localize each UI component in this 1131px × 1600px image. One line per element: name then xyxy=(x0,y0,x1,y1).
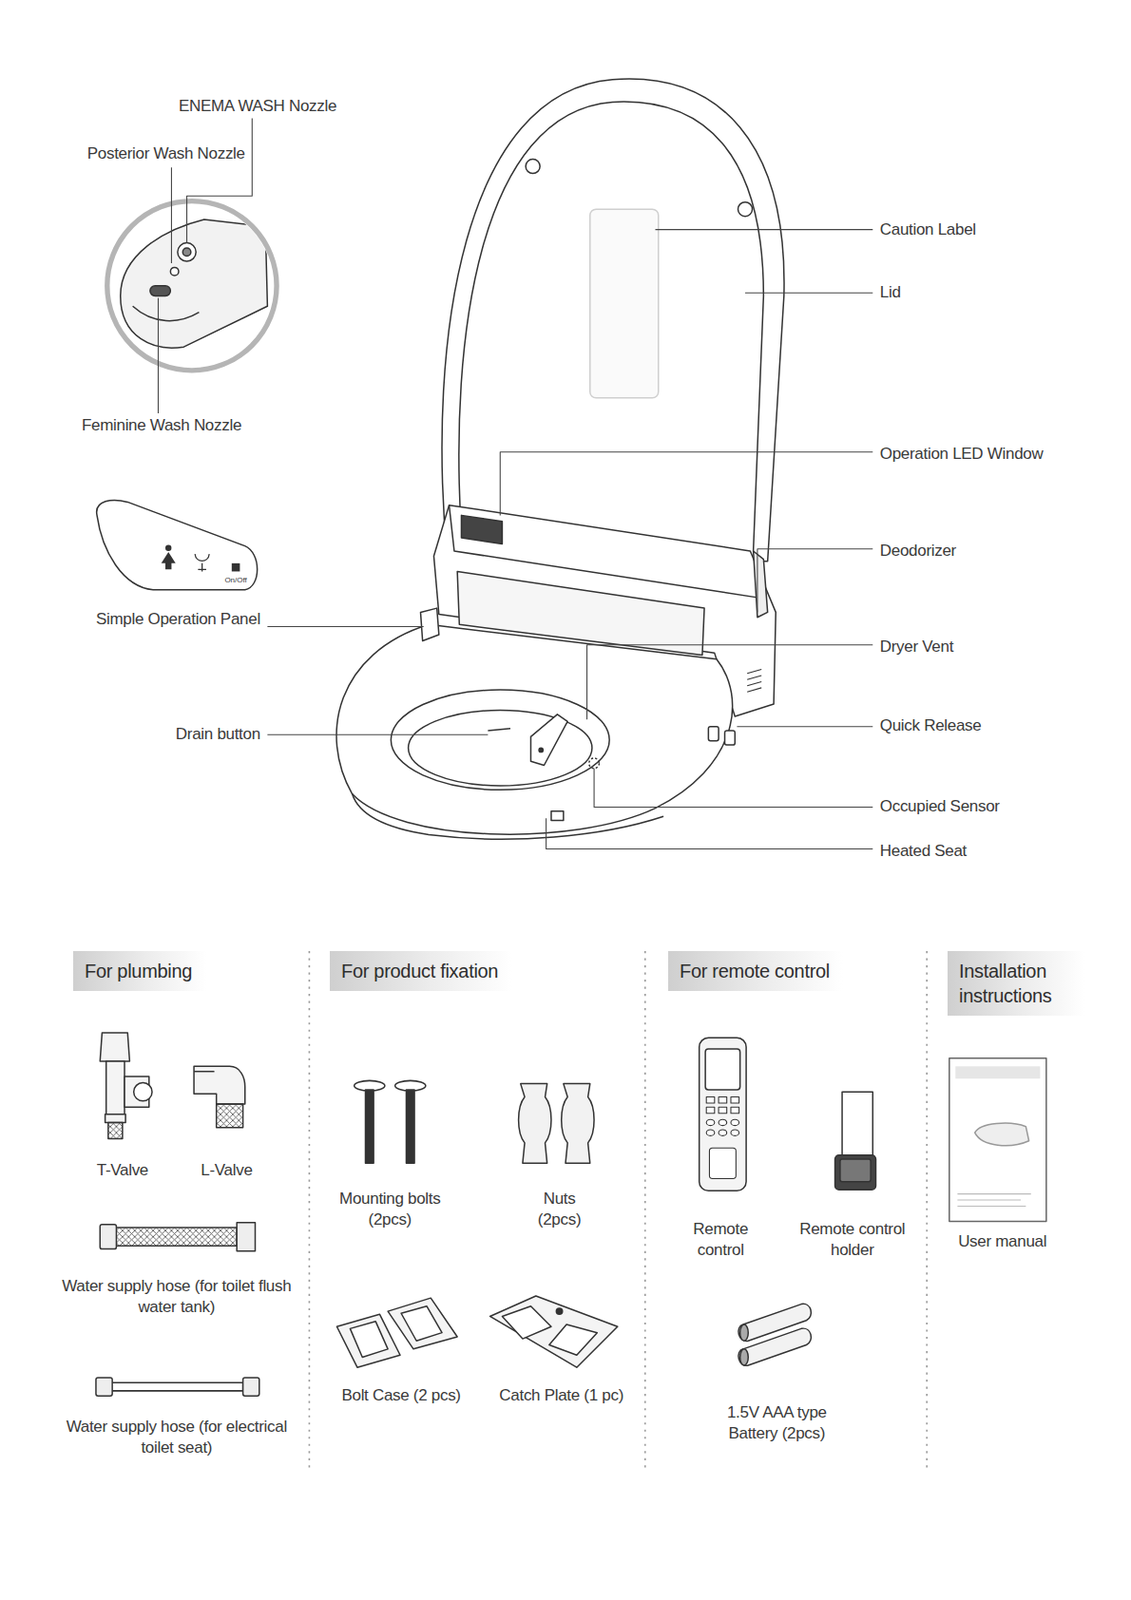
user-manual-booklet xyxy=(949,1058,1047,1223)
seat-rim xyxy=(352,794,665,841)
section-heading: For remote control xyxy=(668,951,844,992)
bolt-cases xyxy=(336,1298,458,1368)
bowl-edge xyxy=(408,710,593,786)
wand xyxy=(530,714,568,767)
part-label: Heated Seat xyxy=(880,841,967,863)
part-label: Lid xyxy=(880,282,901,304)
seat-ring xyxy=(336,624,733,835)
part-label: Posterior Wash Nozzle xyxy=(87,143,246,165)
part-label: Dryer Vent xyxy=(880,636,954,658)
part-label: T-Valve xyxy=(96,1160,149,1182)
part-label: Feminine Wash Nozzle xyxy=(81,415,242,437)
lid-inner-edge xyxy=(459,101,765,552)
led-window xyxy=(460,515,502,544)
part-label: Drain button xyxy=(175,724,261,746)
release-knob xyxy=(708,727,719,742)
lid-bumper xyxy=(738,202,753,217)
part-label: Operation LED Window xyxy=(880,443,1044,465)
part-label: User manual xyxy=(958,1231,1047,1253)
sensor-mark xyxy=(589,758,600,769)
nozzle-closeup xyxy=(120,219,269,348)
part-label: Remote control holder xyxy=(787,1219,917,1262)
leader-lines xyxy=(157,118,873,850)
part-label: Mounting bolts (2pcs) xyxy=(327,1188,452,1231)
part-label: Occupied Sensor xyxy=(880,796,1000,818)
drain-part xyxy=(487,728,511,731)
seat-hose xyxy=(95,1378,260,1397)
nuts xyxy=(518,1084,595,1165)
side-panel xyxy=(420,608,439,641)
part-label: Caution Label xyxy=(880,219,977,241)
part-label: Water supply hose (for electrical toilet… xyxy=(57,1417,296,1459)
release-knob xyxy=(725,730,736,746)
heading-text: For product fixation xyxy=(341,958,501,984)
button-label: On/Off xyxy=(224,575,247,586)
part-label: L-Valve xyxy=(200,1160,252,1182)
lid-outline xyxy=(441,78,785,562)
deodorizer-part xyxy=(753,551,768,618)
panel-icons xyxy=(161,545,241,573)
heading-text: For remote control xyxy=(679,958,832,984)
remote-holder xyxy=(835,1092,877,1190)
heading-text: For plumbing xyxy=(84,958,195,984)
section-heading: Installation instructions xyxy=(947,951,1085,1016)
seat-opening xyxy=(390,690,610,790)
section-heading: For plumbing xyxy=(73,951,207,992)
l-valve xyxy=(193,1066,246,1128)
part-label: Quick Release xyxy=(880,715,982,737)
part-label: Nuts (2pcs) xyxy=(526,1188,594,1231)
wand-hole xyxy=(538,747,543,752)
part-label: Bolt Case (2 pcs) xyxy=(341,1385,461,1407)
part-label: Simple Operation Panel xyxy=(95,609,261,631)
part-label: Water supply hose (for toilet flush wate… xyxy=(57,1276,296,1319)
mounting-bolts xyxy=(354,1080,426,1164)
magnifier xyxy=(107,201,277,371)
heading-text: Installation instructions xyxy=(958,958,1072,1009)
wash-icon xyxy=(194,554,210,572)
part-label: Remote control xyxy=(682,1219,759,1262)
lid-bumper xyxy=(525,159,540,174)
part-label: ENEMA WASH Nozzle xyxy=(178,95,337,117)
section-heading: For product fixation xyxy=(329,951,513,992)
remote-control xyxy=(699,1037,747,1191)
part-label: Catch Plate (1 pc) xyxy=(498,1385,624,1407)
caution-label-area xyxy=(590,209,659,399)
seat-foot xyxy=(551,811,564,822)
flush-hose xyxy=(99,1223,255,1252)
part-label: 1.5V AAA type Battery (2pcs) xyxy=(709,1402,844,1445)
t-valve xyxy=(99,1033,153,1140)
dryer-grill xyxy=(747,670,762,693)
operation-panel xyxy=(96,499,258,590)
section-separators xyxy=(308,951,927,1473)
catch-plate xyxy=(490,1296,618,1368)
part-label: Deodorizer xyxy=(880,540,957,562)
batteries xyxy=(738,1303,811,1366)
